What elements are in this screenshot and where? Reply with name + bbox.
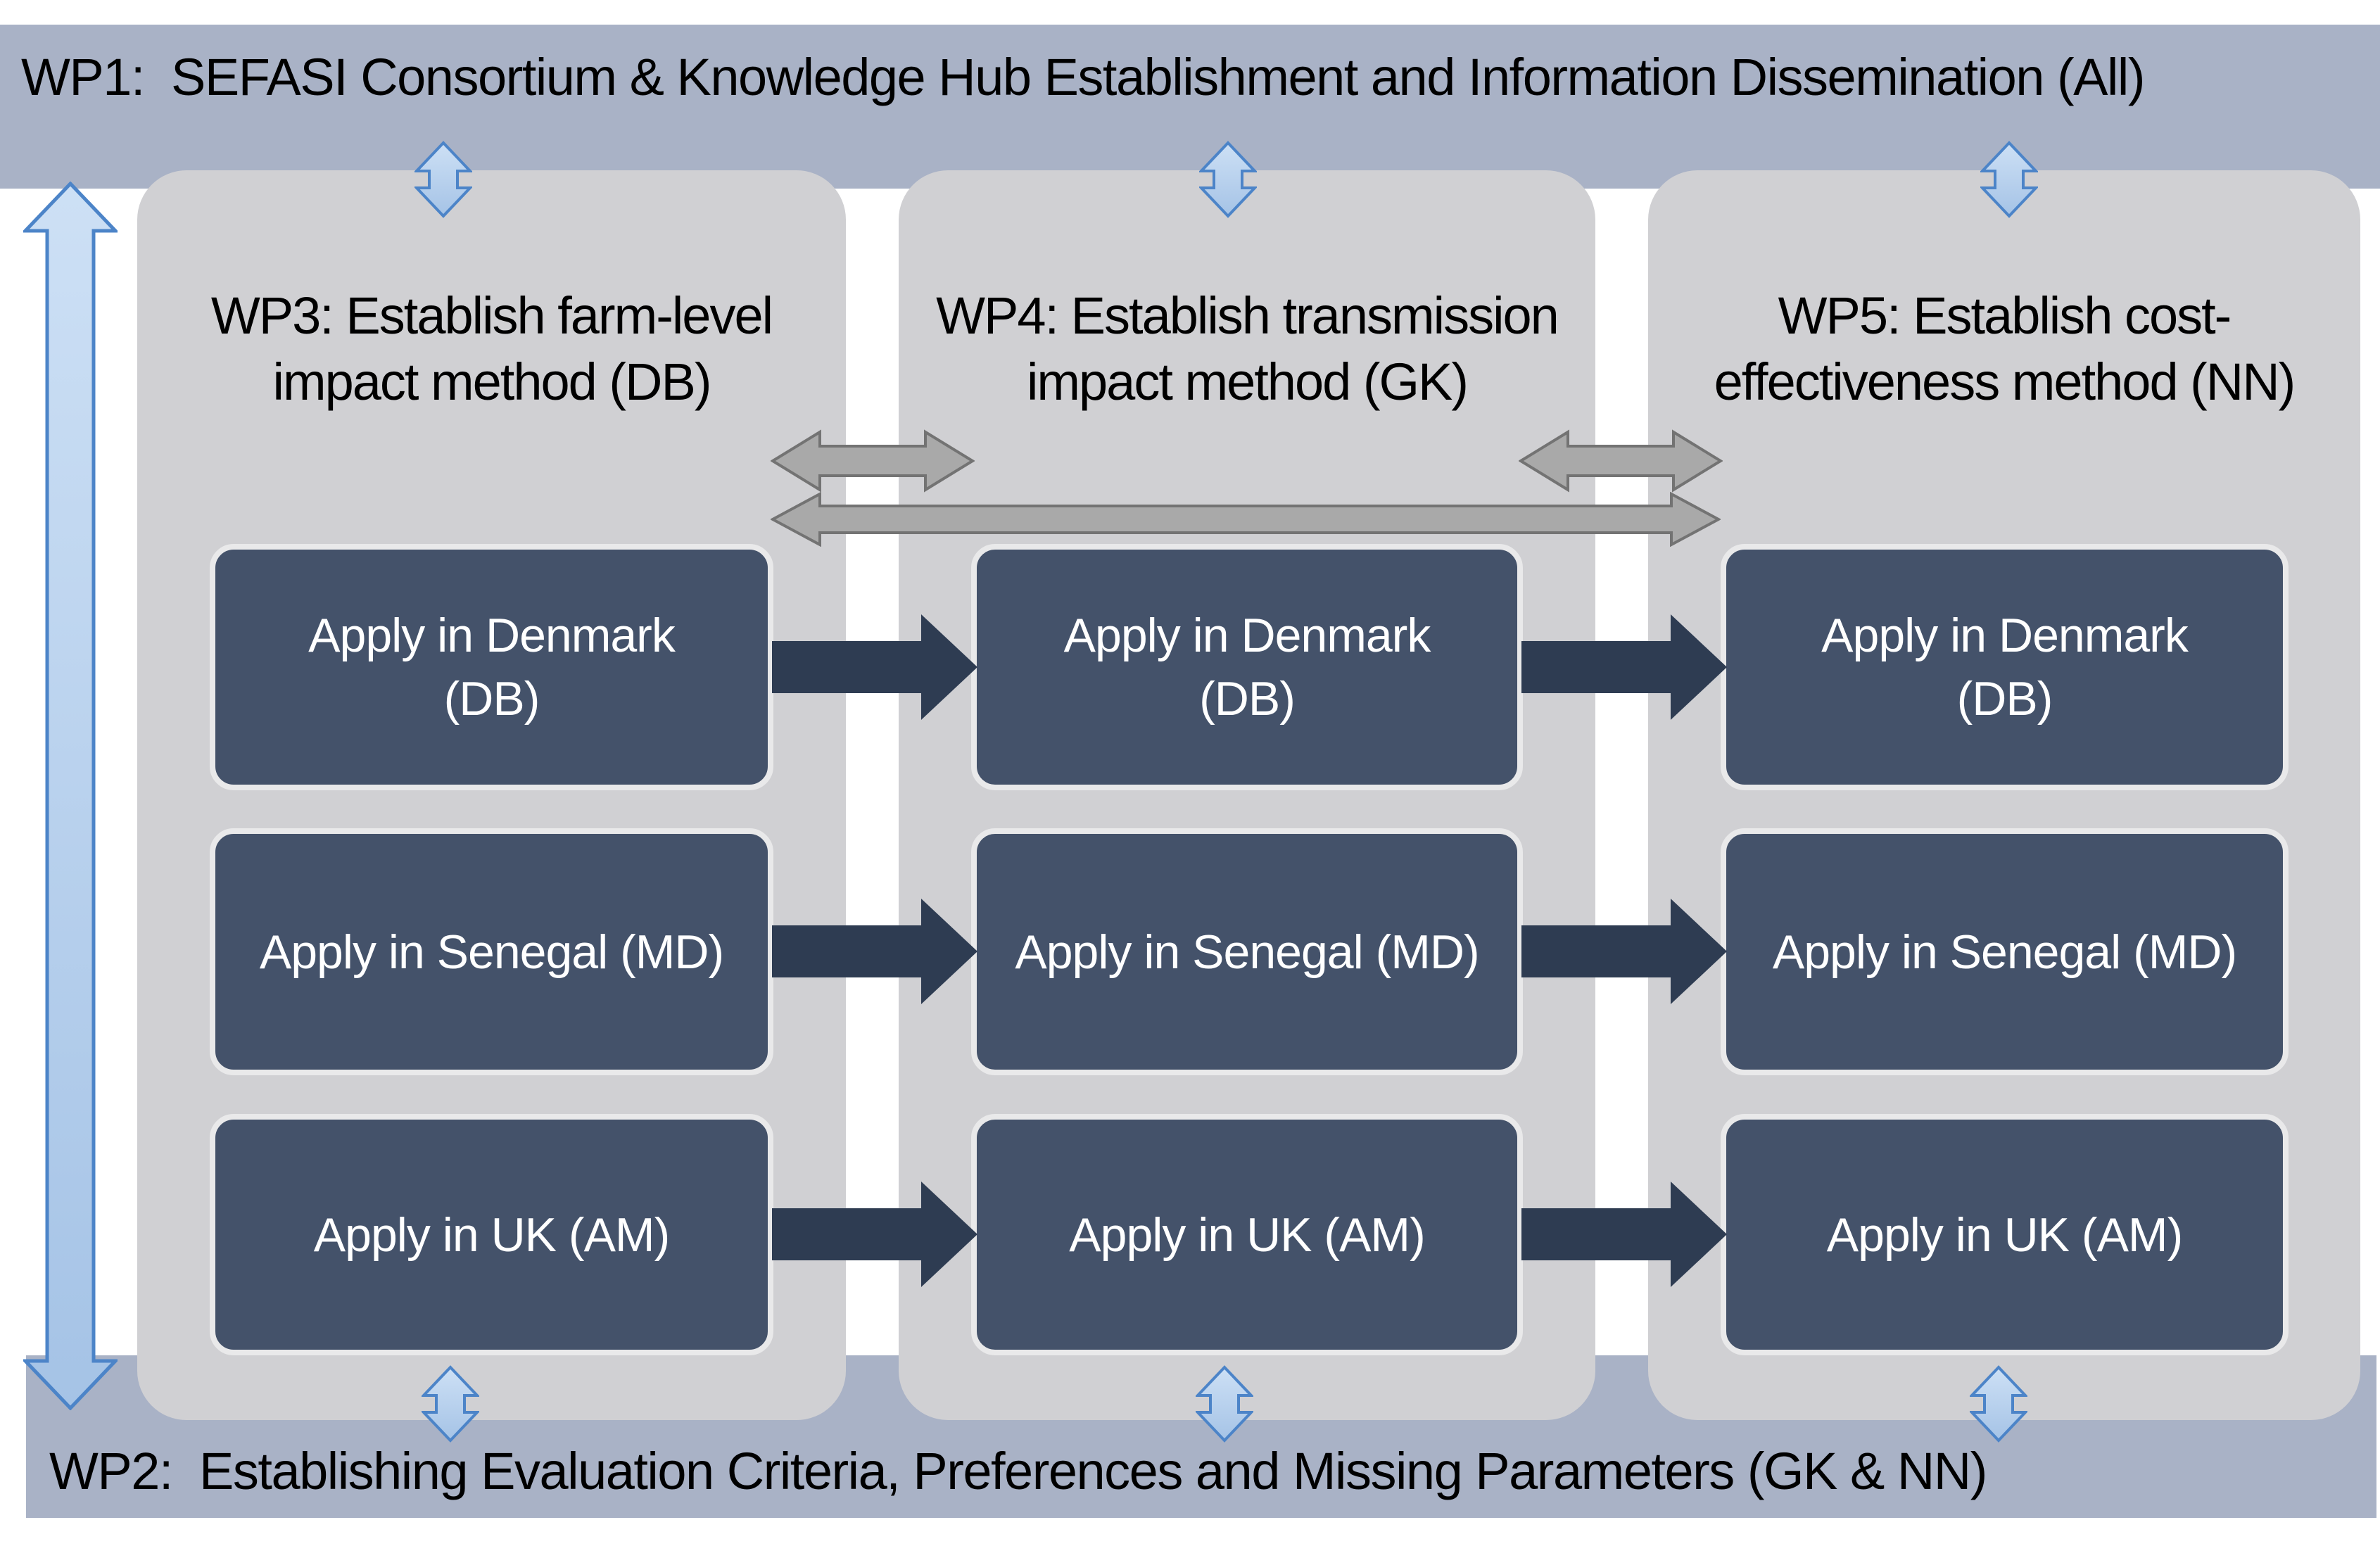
wp5-wp2-link-arrow-icon [1970,1365,2027,1443]
wp5-column-header: WP5: Establish cost- effectiveness metho… [1714,286,2296,411]
wp3-apply-denmark-box: Apply in Denmark (DB) [210,544,773,790]
wp5-apply-senegal-box: Apply in Senegal (MD) [1721,828,2289,1075]
flow-arrow-denmark-wp3-wp4-icon [772,614,977,720]
wp1-banner: WP1: SEFASI Consortium & Knowledge Hub E… [0,25,2380,189]
wp5-apply-denmark-box: Apply in Denmark (DB) [1721,544,2289,790]
flow-arrow-uk-wp3-wp4-icon [772,1182,977,1287]
wp1-wp5-link-arrow-icon [1980,141,2038,218]
bidirectional-arrow-wp3-wp4-icon [771,429,975,493]
wp3-wp2-link-arrow-icon [422,1365,479,1443]
wp4-wp2-link-arrow-icon [1196,1365,1253,1443]
wp5-apply-uk-box: Apply in UK (AM) [1721,1114,2289,1355]
wp1-wp3-link-arrow-icon [414,141,472,218]
wp1-wp2-vertical-double-arrow-icon [23,182,118,1410]
wp4-column-header: WP4: Establish transmission impact metho… [936,286,1559,411]
wp4-apply-uk-box: Apply in UK (AM) [971,1114,1523,1355]
wp3-column-header: WP3: Establish farm-level impact method … [210,286,773,411]
wp4-apply-denmark-box: Apply in Denmark (DB) [971,544,1523,790]
flow-arrow-senegal-wp3-wp4-icon [772,899,977,1004]
flow-arrow-uk-wp4-wp5-icon [1521,1182,1727,1287]
bidirectional-arrow-wp4-wp5-icon [1519,429,1723,493]
bidirectional-arrow-wp3-wp5-icon [771,492,1721,547]
wp3-apply-uk-box: Apply in UK (AM) [210,1114,773,1355]
flow-arrow-denmark-wp4-wp5-icon [1521,614,1727,720]
wp1-wp4-link-arrow-icon [1199,141,1257,218]
wp3-apply-senegal-box: Apply in Senegal (MD) [210,828,773,1075]
flow-arrow-senegal-wp4-wp5-icon [1521,899,1727,1004]
wp4-apply-senegal-box: Apply in Senegal (MD) [971,828,1523,1075]
